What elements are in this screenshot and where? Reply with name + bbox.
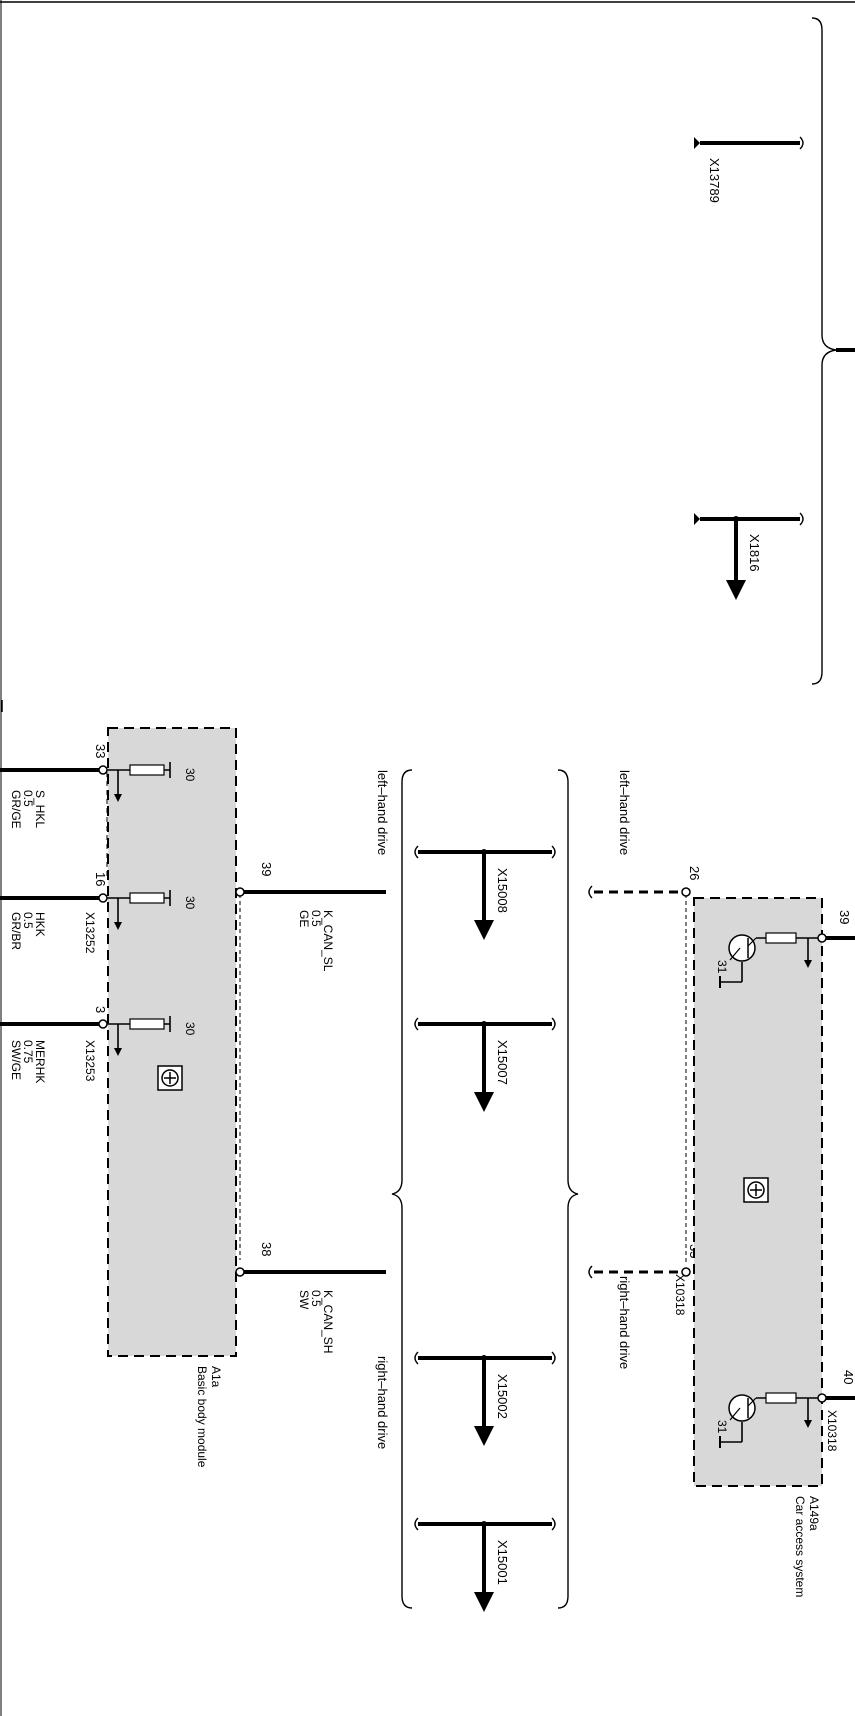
a1a-name: Basic body module — [195, 1366, 209, 1468]
merhk-signal: MERHK — [33, 1040, 47, 1083]
x15002-label: X15002 — [495, 1374, 510, 1419]
a1a-controller-icon — [157, 1065, 183, 1091]
k-can-sl-size: 0.5 — [309, 910, 323, 927]
a149a-id: A149a — [807, 1496, 821, 1531]
s-hkl-size: 0.5 — [21, 790, 35, 807]
a1a-pin-38-circuit: 38 — [235, 1242, 386, 1277]
a149a-pin-35-circuit: 35 X10318 — [588, 1244, 702, 1316]
top-brace — [811, 17, 837, 685]
x15001-label: X15001 — [495, 1540, 510, 1585]
wire-s-hkl: S_HKL 0.5 GR/GE — [9, 790, 47, 829]
k-can-sl-signal: K_CAN_SL — [321, 910, 335, 972]
pin-40-label: 40 — [841, 1370, 855, 1384]
x13252-label: X13252 — [83, 912, 97, 954]
int-30-b-label: 30 — [183, 896, 197, 910]
pin-26-label: 26 — [687, 866, 702, 880]
wire-k-can-sl: K_CAN_SL 0.5 GE — [297, 910, 335, 972]
wire-k-can-sh: K_CAN_SH 0.5 SW — [297, 1290, 335, 1353]
connector-x15002: X15002 — [414, 1351, 556, 1446]
connector-x15007: X15007 — [414, 1017, 556, 1112]
connector-x15001: X15001 — [414, 1517, 556, 1612]
a149a-name: Car access system — [793, 1496, 807, 1597]
int-30-a-label: 30 — [183, 768, 197, 782]
a1a-pin-33-circuit: 33 30 — [0, 744, 197, 880]
wire-merhk: MERHK 0.75 SW/GE — [9, 1040, 47, 1083]
pin-33-label: 33 — [93, 744, 108, 758]
merhk-size: 0.75 — [21, 1040, 35, 1064]
merhk-color: SW/GE — [9, 1040, 23, 1080]
x10318-a-label: X10318 — [673, 1274, 687, 1316]
connector-x13789: X13789 — [694, 136, 804, 203]
k-can-sh-size: 0.5 — [309, 1290, 323, 1307]
pin-16-label: 16 — [93, 872, 108, 886]
x15007-label: X15007 — [495, 1040, 510, 1085]
x13253-label: X13253 — [83, 1040, 97, 1082]
lhd-label-2: left–hand drive — [617, 770, 632, 855]
pin-39a-label: 39 — [259, 862, 274, 876]
connector-x15008: X15008 — [414, 845, 556, 940]
pin-3-label: 3 — [93, 1006, 108, 1013]
x1816-label: X1816 — [747, 534, 762, 572]
a149a-pin-40-circuit: 40 31 X10318 — [715, 1370, 855, 1452]
pin-39b-label: 39 — [837, 910, 852, 924]
module-a1a-box — [107, 727, 237, 1357]
a149a-pin-39-circuit: 39 31 — [715, 910, 855, 988]
pin-38-label: 38 — [259, 1242, 274, 1256]
x13789-label: X13789 — [707, 158, 722, 203]
wire-hkk: HKK 0.5 GR/BR — [9, 912, 47, 950]
int-31-b-label: 31 — [715, 1420, 729, 1434]
k-can-sh-signal: K_CAN_SH — [321, 1290, 335, 1353]
s-hkl-color: GR/GE — [9, 790, 23, 829]
rhd-label-2: right–hand drive — [617, 1276, 632, 1369]
left-middle-brace — [391, 769, 413, 1609]
hkk-color: GR/BR — [9, 912, 23, 950]
a1a-id: A1a — [209, 1366, 223, 1388]
lhd-label-1: left–hand drive — [375, 770, 390, 855]
rhd-label-1: right–hand drive — [375, 1356, 390, 1449]
k-can-sl-color: GE — [297, 910, 311, 927]
k-can-sh-color: SW — [297, 1290, 311, 1310]
a1a-pin-3-circuit: 3 30 X13253 — [0, 1006, 197, 1082]
hkk-size: 0.5 — [21, 912, 35, 929]
a149a-controller-icon — [743, 1177, 769, 1203]
s-hkl-signal: S_HKL — [33, 790, 47, 828]
x10318-b-label: X10318 — [825, 1410, 839, 1452]
x15008-label: X15008 — [495, 868, 510, 913]
a1a-pin-39-circuit: 39 — [235, 862, 386, 1260]
int-31-a-label: 31 — [715, 960, 729, 974]
a1a-pin-16-circuit: 16 30 X13252 — [0, 872, 197, 954]
int-30-c-label: 30 — [183, 1022, 197, 1036]
right-middle-brace — [557, 769, 579, 1609]
a149a-pin-26-circuit: 26 — [588, 866, 702, 1262]
hkk-signal: HKK — [33, 912, 47, 937]
connector-x1816: X1816 — [694, 512, 804, 600]
